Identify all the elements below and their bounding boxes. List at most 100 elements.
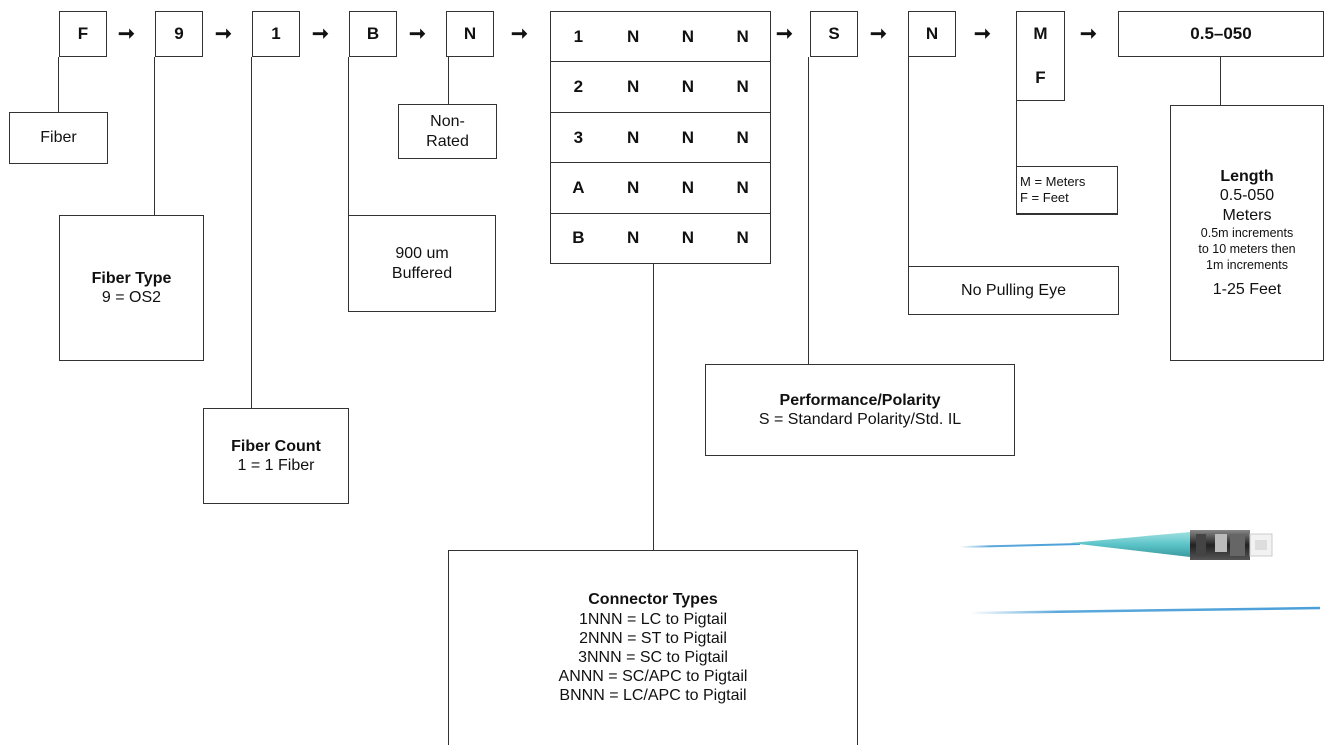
arrow-icon: ➞ (511, 23, 528, 45)
connector-type-grid: 1 N N N 2 N N N 3 N N N A N N N B N N N (550, 11, 771, 264)
grid-cell: N (736, 228, 749, 248)
arrow-icon: ➞ (1080, 23, 1097, 45)
fiber-type-title: Fiber Type (91, 269, 172, 287)
connector-grid-row: B N N N (551, 212, 770, 263)
nonrated-description: Non- Rated (398, 104, 497, 159)
connector-type-line: BNNN = LC/APC to Pigtail (559, 687, 747, 705)
arrow-icon: ➞ (409, 23, 426, 45)
nonrated-line1: Non- (430, 113, 465, 131)
performance-title: Performance/Polarity (779, 391, 941, 409)
grid-cell: N (626, 228, 640, 248)
lower-fiber-line (969, 606, 1321, 615)
grid-cell: N (681, 127, 695, 147)
length-description: Length 0.5-050 Meters 0.5m increments to… (1170, 105, 1324, 361)
grid-cell: N (736, 26, 749, 46)
connector-grid-row: 3 N N N (551, 111, 770, 162)
grid-cell: B (572, 228, 585, 248)
buffered-line2: Buffered (391, 264, 453, 282)
connector-grid-row: A N N N (551, 162, 770, 212)
connector-line (1220, 57, 1222, 105)
code-box-fiber-type: 9 (155, 11, 203, 57)
grid-cell: N (681, 77, 695, 97)
pulling-eye-description: No Pulling Eye (908, 266, 1119, 315)
unit-f-label: F = Feet (1020, 190, 1069, 205)
performance-value: S = Standard Polarity/Std. IL (758, 411, 962, 428)
performance-polarity-description: Performance/Polarity S = Standard Polari… (705, 364, 1015, 456)
code-9: 9 (174, 24, 184, 43)
connector-line (808, 57, 810, 364)
fiber-count-value: 1 = 1 Fiber (237, 457, 315, 474)
arrow-icon: ➞ (118, 23, 135, 45)
fiber-description: Fiber (9, 112, 108, 164)
nonrated-line2: Rated (426, 132, 469, 150)
grid-cell: 1 (573, 26, 584, 46)
code-box-length: 0.5–050 (1118, 11, 1324, 57)
code-f-unit: F (1035, 68, 1046, 87)
grid-cell: 3 (573, 127, 584, 147)
grid-cell: N (681, 26, 695, 46)
grid-cell: 2 (573, 77, 584, 97)
fiber-count-title: Fiber Count (231, 437, 321, 455)
connector-line (348, 57, 350, 215)
connector-type-line: 2NNN = ST to Pigtail (579, 629, 727, 647)
connector-line (1016, 101, 1018, 189)
fiber-count-description: Fiber Count 1 = 1 Fiber (203, 408, 349, 504)
connector-line (908, 57, 910, 266)
code-s: S (828, 24, 840, 43)
code-n-rating: N (463, 24, 477, 43)
grid-cell: N (626, 77, 640, 97)
fiber-label: Fiber (40, 129, 77, 147)
length-range: 0.5-050 (1219, 187, 1275, 205)
fiber-type-value: 9 = OS2 (101, 289, 162, 306)
code-b: B (366, 24, 380, 43)
grid-cell: N (736, 177, 749, 197)
length-note-line: 0.5m increments (1200, 225, 1294, 240)
grid-cell: N (681, 228, 695, 248)
connector-type-line: 3NNN = SC to Pigtail (578, 649, 728, 666)
connector-type-line: ANNN = SC/APC to Pigtail (558, 668, 748, 686)
connector-type-line: 1NNN = LC to Pigtail (578, 610, 728, 628)
code-box-buffered: B (349, 11, 397, 57)
connector-line (448, 57, 450, 104)
connector-grid-row: 1 N N N (551, 12, 770, 61)
code-m: M (1033, 24, 1048, 43)
grid-cell: N (626, 26, 640, 46)
code-n-pulling: N (925, 24, 939, 43)
arrow-icon: ➞ (312, 23, 329, 45)
code-box-rating: N (446, 11, 494, 57)
grid-cell: N (736, 127, 749, 147)
code-1: 1 (271, 24, 281, 43)
length-note-line: to 10 meters then (1198, 242, 1296, 257)
connector-grid-row: 2 N N N (551, 61, 770, 111)
grid-cell: N (736, 77, 749, 97)
length-feet: 1-25 Feet (1212, 280, 1282, 298)
code-length: 0.5–050 (1190, 24, 1252, 43)
length-unit: Meters (1222, 206, 1272, 224)
connector-line (251, 57, 253, 409)
connector-line (154, 57, 156, 215)
unit-m-label: M = Meters (1020, 173, 1086, 189)
code-box-performance: S (810, 11, 858, 57)
grid-cell: N (626, 127, 640, 147)
upper-fiber-line (960, 543, 1081, 548)
unit-description-box: M = Meters F = Feet (1016, 166, 1118, 214)
connector-line (653, 264, 655, 550)
connector-types-description: Connector Types 1NNN = LC to Pigtail 2NN… (448, 550, 858, 745)
buffered-description: 900 um Buffered (348, 215, 496, 312)
arrow-icon: ➞ (215, 23, 232, 45)
code-box-fiber-count: 1 (252, 11, 300, 57)
arrow-icon: ➞ (776, 23, 793, 45)
connector-boot-shape (1070, 532, 1190, 557)
code-f: F (77, 24, 89, 43)
fiber-pigtail-image (960, 530, 1321, 615)
code-box-unit-f: F (1016, 56, 1065, 101)
buffered-line1: 900 um (395, 245, 449, 263)
code-box-pulling-eye: N (908, 11, 956, 57)
pulling-eye-label: No Pulling Eye (961, 281, 1066, 299)
grid-cell: N (681, 177, 695, 197)
code-box-unit-m: M (1016, 11, 1065, 57)
connector-types-title: Connector Types (588, 591, 718, 609)
arrow-icon: ➞ (974, 23, 991, 45)
arrow-icon: ➞ (870, 23, 887, 45)
grid-cell: N (626, 177, 640, 197)
